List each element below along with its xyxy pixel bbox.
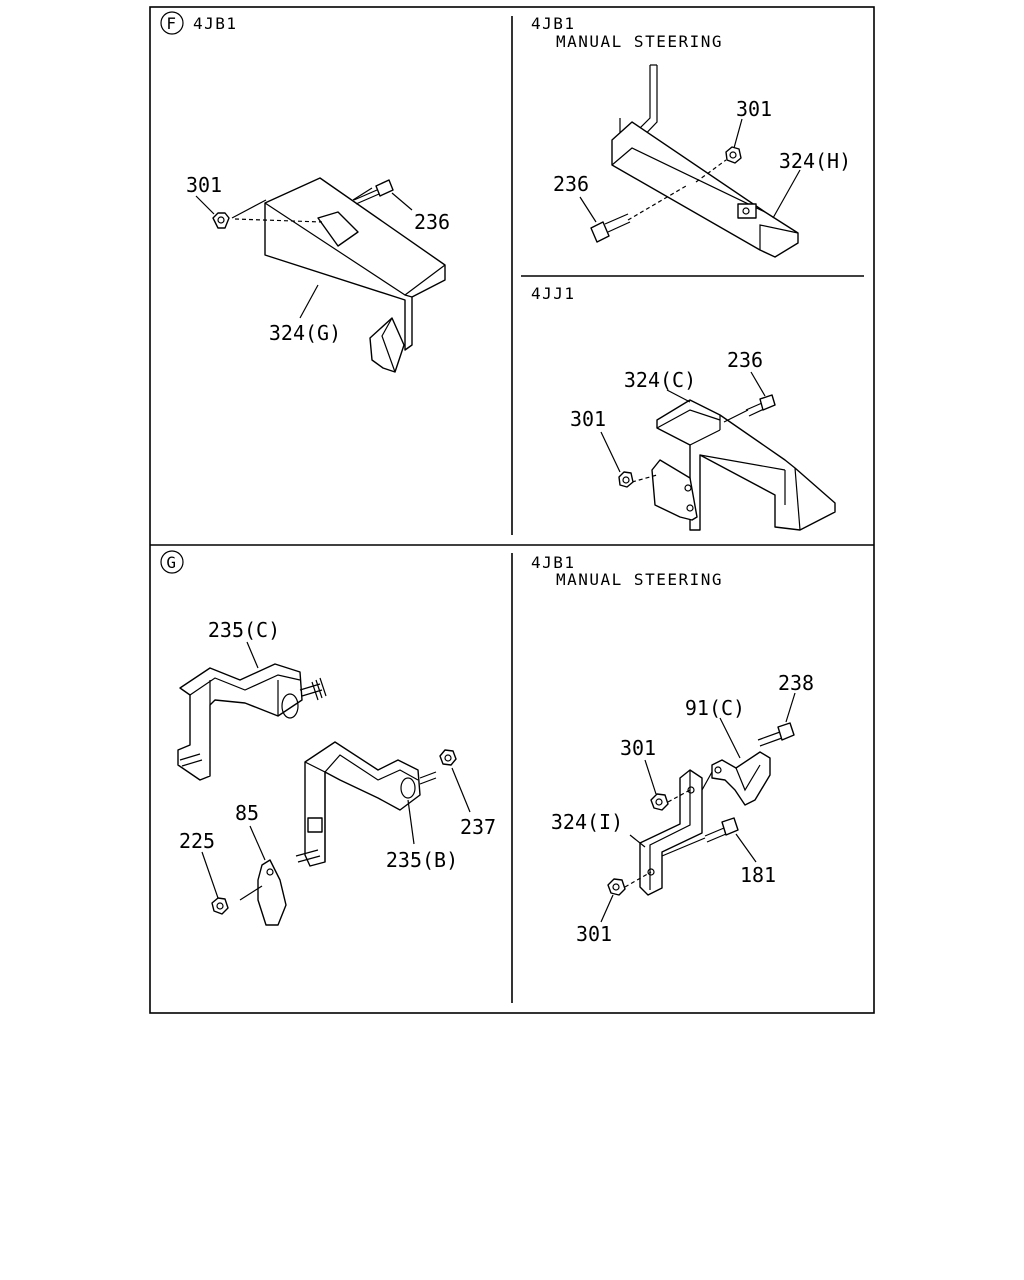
panel-f-left-engine: 4JB1 <box>193 14 238 33</box>
clip-85-drawing <box>239 859 287 926</box>
bracket-324i-drawing <box>639 769 703 896</box>
panel-f-bottom-right: 4JJ1 301 236 324(C) <box>531 284 836 531</box>
label-236: 236 <box>727 348 763 372</box>
nut-icon <box>439 749 457 766</box>
diagram-frame <box>149 6 875 1014</box>
nut-icon <box>212 212 230 229</box>
label-301: 301 <box>186 173 222 197</box>
label-324h: 324(H) <box>779 149 851 173</box>
panel-f-top-right-engine: 4JB1 <box>531 14 576 33</box>
nut-icon <box>607 878 626 896</box>
panel-g-right-note: MANUAL STEERING <box>556 570 723 589</box>
bracket-235b-drawing <box>295 741 437 867</box>
nut-icon <box>650 793 669 811</box>
panel-f-top-right-note: MANUAL STEERING <box>556 32 723 51</box>
bolt-icon <box>704 817 739 843</box>
label-181: 181 <box>740 863 776 887</box>
bolt-icon <box>590 213 631 243</box>
label-301: 301 <box>570 407 606 431</box>
label-225: 225 <box>179 829 215 853</box>
label-324i: 324(I) <box>551 810 623 834</box>
clamp-91c-drawing <box>711 751 771 806</box>
label-235b: 235(B) <box>386 848 458 872</box>
bracket-324c-drawing <box>631 399 836 531</box>
bracket-324g-drawing <box>231 177 446 373</box>
label-235c: 235(C) <box>208 618 280 642</box>
label-324g: 324(G) <box>269 321 341 345</box>
label-85: 85 <box>235 801 259 825</box>
bolt-icon <box>353 179 394 205</box>
panel-g-right: 4JB1 MANUAL STEERING <box>531 553 814 946</box>
label-236: 236 <box>414 210 450 234</box>
section-g-marker-circle <box>160 550 184 574</box>
bracket-324h-drawing <box>611 64 799 258</box>
nut-icon <box>725 146 742 164</box>
bolt-icon <box>745 394 776 417</box>
panel-f-top-right: 4JB1 MANUAL STEERING 301 236 <box>531 14 851 258</box>
label-324c: 324(C) <box>624 368 696 392</box>
panel-g-right-engine: 4JB1 <box>531 553 576 572</box>
label-236: 236 <box>553 172 589 196</box>
label-91c: 91(C) <box>685 696 745 720</box>
bolt-icon <box>757 722 795 747</box>
label-237: 237 <box>460 815 496 839</box>
label-301: 301 <box>620 736 656 760</box>
section-f-marker-circle <box>160 11 184 35</box>
label-301: 301 <box>576 922 612 946</box>
bracket-235c-drawing <box>177 663 327 781</box>
nut-icon <box>211 897 229 915</box>
panel-f-bottom-right-engine: 4JJ1 <box>531 284 576 303</box>
panel-g-left: G <box>160 550 496 926</box>
nut-icon <box>618 471 634 488</box>
panel-f-left: F 4JB1 301 236 324(G) <box>160 11 450 373</box>
section-f-marker: F <box>166 14 177 33</box>
label-301: 301 <box>736 97 772 121</box>
section-g-marker: G <box>166 553 177 572</box>
label-238: 238 <box>778 671 814 695</box>
